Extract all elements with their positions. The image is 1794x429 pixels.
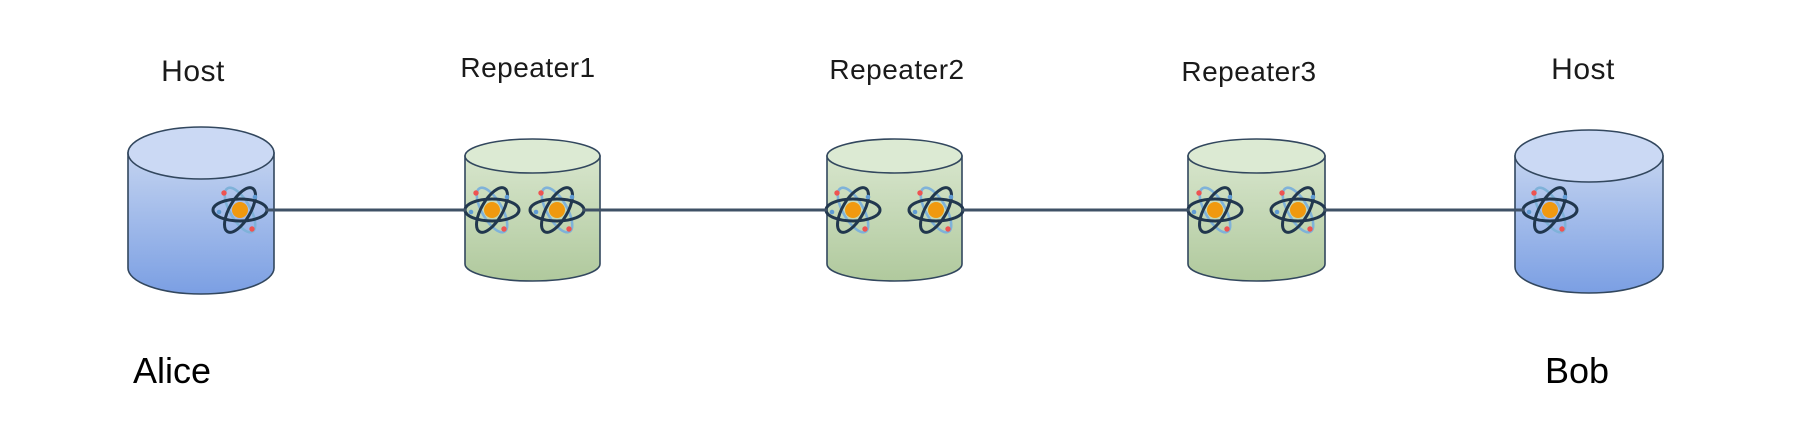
host-cylinder-top — [127, 126, 275, 180]
node-type-label: Host — [161, 55, 225, 88]
node-repeater1: Repeater1 — [460, 52, 601, 282]
node-type-label: Host — [1551, 53, 1615, 86]
host-cylinder-body — [127, 152, 275, 295]
repeater-cylinder-top — [826, 138, 963, 174]
repeater-cylinder-top — [1187, 138, 1326, 174]
node-type-label: Repeater2 — [829, 54, 964, 85]
node-host-alice: Host Alice — [127, 55, 275, 391]
party-name-label: Alice — [133, 350, 211, 391]
node-type-label: Repeater3 — [1181, 56, 1316, 87]
party-name-label: Bob — [1545, 350, 1609, 391]
repeater-cylinder-top — [464, 138, 601, 174]
host-cylinder-top — [1514, 129, 1664, 183]
node-repeater2: Repeater2 — [824, 54, 965, 282]
node-host-bob: Host Bob — [1514, 53, 1664, 391]
node-type-label: Repeater1 — [460, 52, 595, 83]
node-repeater3: Repeater3 — [1181, 56, 1327, 282]
